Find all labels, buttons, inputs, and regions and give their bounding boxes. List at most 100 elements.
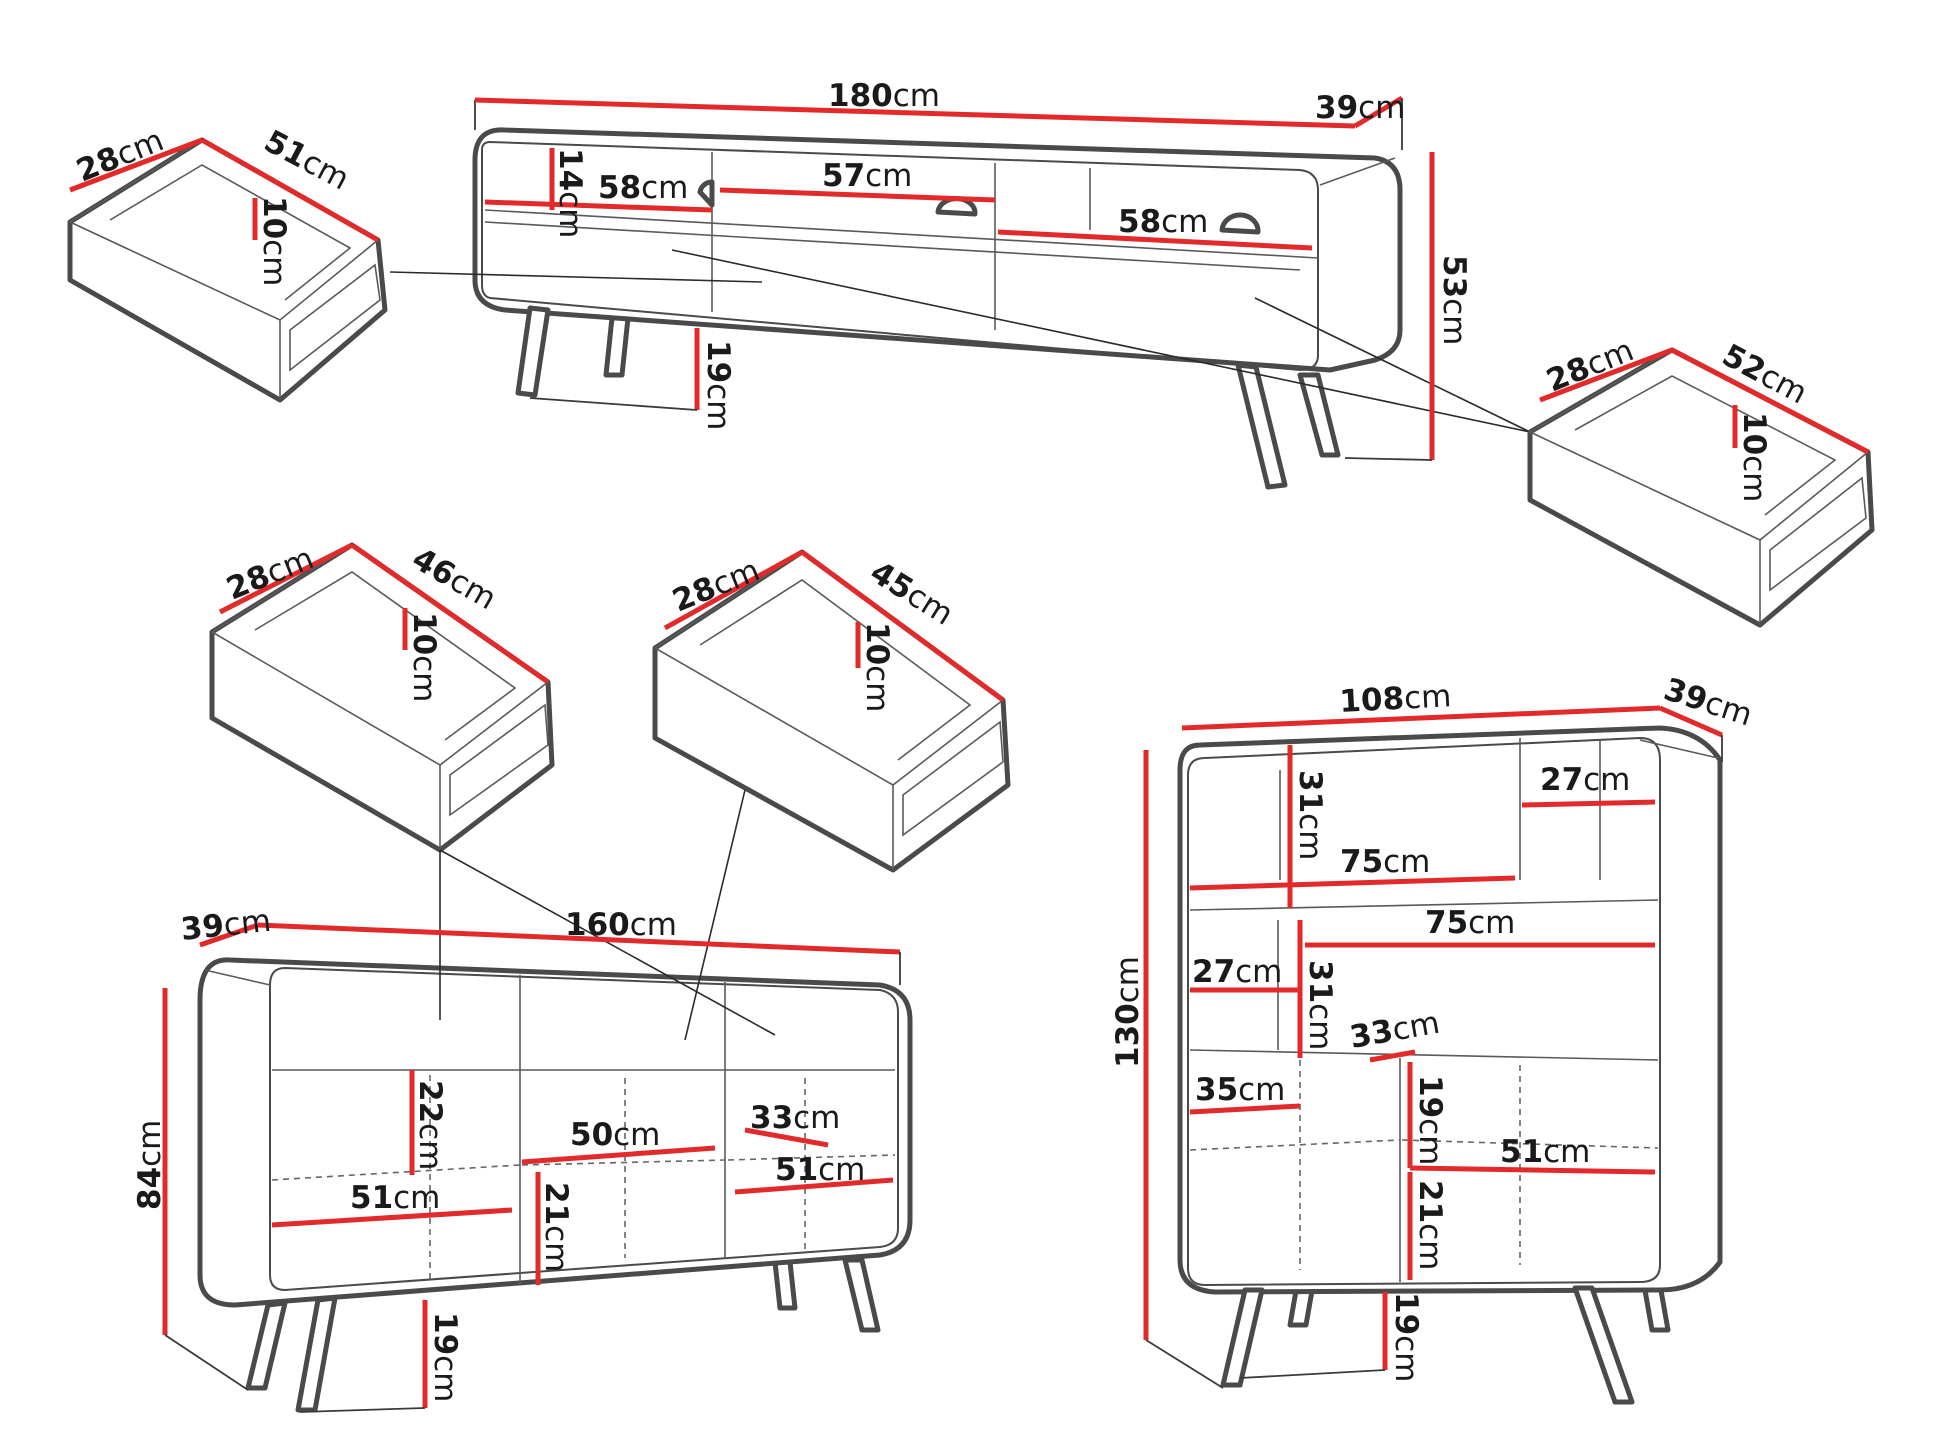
- drawer-b-front: [1769, 476, 1867, 592]
- hb-lower-height-lower-label: 21cm: [1412, 1180, 1448, 1270]
- sideboard: [162, 789, 913, 1413]
- leader-drawer-d: [684, 789, 746, 1041]
- highboard-body: [1177, 725, 1723, 1295]
- sb-leg-ext: [299, 1407, 426, 1413]
- hb-lower-width-dim: [1409, 1165, 1656, 1175]
- hb-top-shelf-label: 75cm: [1340, 844, 1430, 880]
- drawer-d-width-dim: [800, 549, 1005, 703]
- tv-drawer-height-label: 14cm: [552, 148, 588, 238]
- tv-depth-label: 39cm: [1315, 90, 1405, 126]
- tv-right-compartment-label: 58cm: [1118, 204, 1208, 240]
- drawer-a-depth-dim: [69, 137, 203, 193]
- drawer-c-height-label: 10cm: [406, 612, 442, 702]
- highboard-front: [1187, 736, 1661, 1287]
- drawer-b: [1527, 347, 1875, 628]
- drawer-b-height-label: 10cm: [1736, 412, 1772, 502]
- sb-left-width-label: 51cm: [350, 1180, 440, 1216]
- drawer-a-width-dim: [200, 137, 380, 243]
- sb-leg-back-left: [772, 1259, 798, 1311]
- tv-height-ext: [1344, 457, 1433, 461]
- tv-middle-compartment-dim: [719, 187, 996, 203]
- tv-handle-right: [1219, 212, 1261, 235]
- tv-width-label: 180cm: [828, 78, 940, 114]
- leader-drawer-a: [389, 271, 763, 283]
- tv-drawer-line-2: [484, 221, 1301, 271]
- sb-leg-front-right: [295, 1295, 338, 1413]
- sb-middle-width-label: 50cm: [570, 1117, 660, 1153]
- hb-depth-dim: [1659, 705, 1723, 738]
- drawer-d-inner: [699, 579, 972, 761]
- tv-left-compartment-label: 58cm: [598, 170, 688, 206]
- tv-right-compartment-dim: [997, 229, 1313, 251]
- sb-shelf-dash-1: [271, 1164, 521, 1181]
- sb-lower-height-label: 21cm: [538, 1182, 574, 1272]
- sb-height-ext: [164, 1334, 249, 1391]
- hb-lower-left-dim: [1189, 1103, 1301, 1115]
- drawer-c-front: [449, 703, 549, 817]
- tv-left-compartment-dim: [484, 199, 713, 213]
- sb-width-dim: [257, 922, 901, 955]
- hb-shelf-2: [1189, 1049, 1659, 1061]
- sb-left-width-dim: [271, 1207, 513, 1228]
- hb-middle-left-label: 27cm: [1192, 954, 1282, 990]
- sb-right-width-dim: [734, 1177, 894, 1195]
- drawer-d: [652, 549, 1011, 873]
- sideboard-front: [269, 966, 899, 1292]
- sb-width-label: 160cm: [565, 907, 677, 943]
- hb-leg-ext: [1239, 1369, 1386, 1379]
- hb-shelf-1: [1189, 899, 1659, 911]
- tv-depth-dim: [1353, 95, 1404, 129]
- hb-height-ext: [1145, 1339, 1224, 1389]
- drawer-c-width-dim: [350, 542, 550, 685]
- drawer-a: [67, 137, 388, 403]
- sb-depth-dim: [199, 922, 259, 948]
- leader-drawer-b-2: [1254, 297, 1531, 433]
- hb-middle-depth-label: 33cm: [1347, 1005, 1442, 1056]
- leader-drawer-b-1: [671, 249, 1531, 433]
- sb-leg-back-right: [842, 1257, 881, 1333]
- tv-drawer-line: [484, 209, 1319, 259]
- sb-depth-label: 39cm: [179, 903, 273, 948]
- sb-right-depth-label: 33cm: [750, 1100, 840, 1136]
- drawer-c-inner: [254, 571, 517, 741]
- hb-height-label: 130cm: [1110, 956, 1146, 1068]
- tv-leg-back-left: [603, 315, 631, 378]
- drawer-d-front: [902, 720, 1004, 837]
- hb-dash-2: [1401, 1139, 1659, 1149]
- hb-width-label: 108cm: [1339, 678, 1453, 720]
- tv-leg-label: 19cm: [700, 340, 736, 430]
- hb-width-dim: [1181, 705, 1661, 731]
- drawer-d-height-label: 10cm: [859, 622, 895, 712]
- tv-leg-front-left: [515, 305, 551, 398]
- tv-stand: [389, 95, 1531, 490]
- tv-stand-front: [481, 140, 1319, 372]
- drawer-a-front: [289, 263, 381, 372]
- sb-leg-front-left: [245, 1300, 288, 1391]
- drawer-d-depth-dim: [663, 549, 804, 631]
- drawer-a-inner: [109, 164, 352, 301]
- sb-shelf-dash-3: [727, 1154, 896, 1161]
- drawer-b-inner: [1574, 375, 1837, 516]
- hb-leg-front-right: [1572, 1285, 1635, 1405]
- highboard: [1143, 705, 1723, 1405]
- hb-middle-depth-dim: [1369, 1049, 1416, 1063]
- hb-leg-front-left: [1220, 1287, 1265, 1388]
- sb-height-label: 84cm: [132, 1120, 168, 1210]
- hb-side: [1639, 739, 1719, 759]
- sb-leg-label: 19cm: [427, 1312, 463, 1402]
- sb-shelf-dash-2: [521, 1159, 726, 1166]
- tv-side-top: [1319, 157, 1396, 186]
- tv-handle-left: [697, 179, 715, 208]
- tv-width-dim: [474, 97, 1356, 129]
- hb-dash-1: [1189, 1139, 1401, 1151]
- hb-lower-width-label: 51cm: [1500, 1134, 1590, 1170]
- hb-lower-height-upper-label: 19cm: [1412, 1075, 1448, 1165]
- sb-middle-width-dim: [521, 1145, 716, 1165]
- sb-right-width-label: 51cm: [775, 1152, 865, 1188]
- hb-top-height-label: 31cm: [1292, 770, 1328, 860]
- hb-leg-label: 19cm: [1388, 1292, 1424, 1382]
- tv-leg-ext: [529, 397, 698, 411]
- tv-middle-compartment-label: 57cm: [822, 158, 912, 194]
- drawer-b-width-dim: [1670, 347, 1870, 455]
- drawer-b-depth-dim: [1539, 347, 1673, 403]
